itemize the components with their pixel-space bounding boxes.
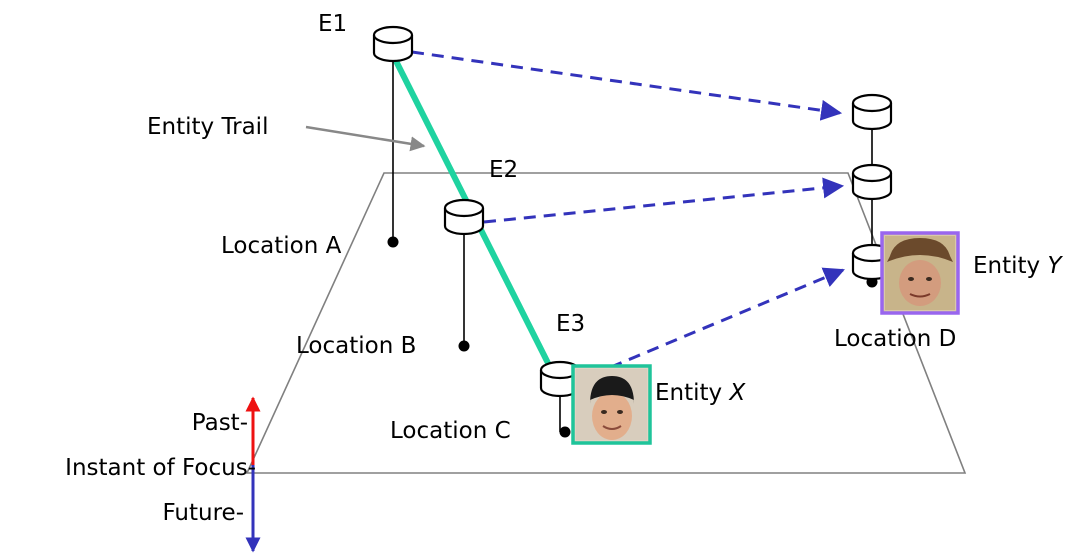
- entity-trail-label: Entity Trail: [147, 114, 268, 140]
- entity-trail-pointer: [305, 125, 426, 152]
- entity-y-photo: [880, 231, 960, 315]
- location-a-label: Location A: [221, 233, 342, 259]
- event-label-e1: E1: [318, 11, 347, 37]
- location-c-dot: [559, 426, 571, 438]
- dashed-arrow-e2: [483, 177, 845, 224]
- database-cylinder-icon: [851, 93, 893, 131]
- event-label-e3: E3: [556, 311, 585, 337]
- past-label: Past-: [192, 410, 248, 436]
- future-label: Future-: [162, 500, 244, 526]
- location-b-dot: [458, 340, 470, 352]
- instant-of-focus-label: Instant of Focus-: [65, 455, 256, 481]
- database-cylinder-icon: [851, 163, 893, 201]
- dashed-arrow-e1: [411, 50, 843, 121]
- dashed-arrow-e3: [591, 267, 845, 377]
- database-cylinder-icon: [372, 25, 414, 63]
- location-d-label: Location D: [834, 326, 956, 352]
- location-b-label: Location B: [296, 333, 416, 359]
- person-photo-icon: [885, 236, 955, 310]
- entity-x-photo: [571, 364, 652, 445]
- person-photo-icon: [576, 369, 647, 440]
- event-label-e2: E2: [489, 157, 518, 183]
- database-cylinder-icon: [443, 198, 485, 236]
- location-c-label: Location C: [390, 418, 511, 444]
- entity-y-label: Entity Y: [973, 253, 1063, 279]
- location-plane: [245, 172, 967, 474]
- entity-x-label: Entity X: [655, 380, 746, 406]
- location-a-dot: [387, 236, 399, 248]
